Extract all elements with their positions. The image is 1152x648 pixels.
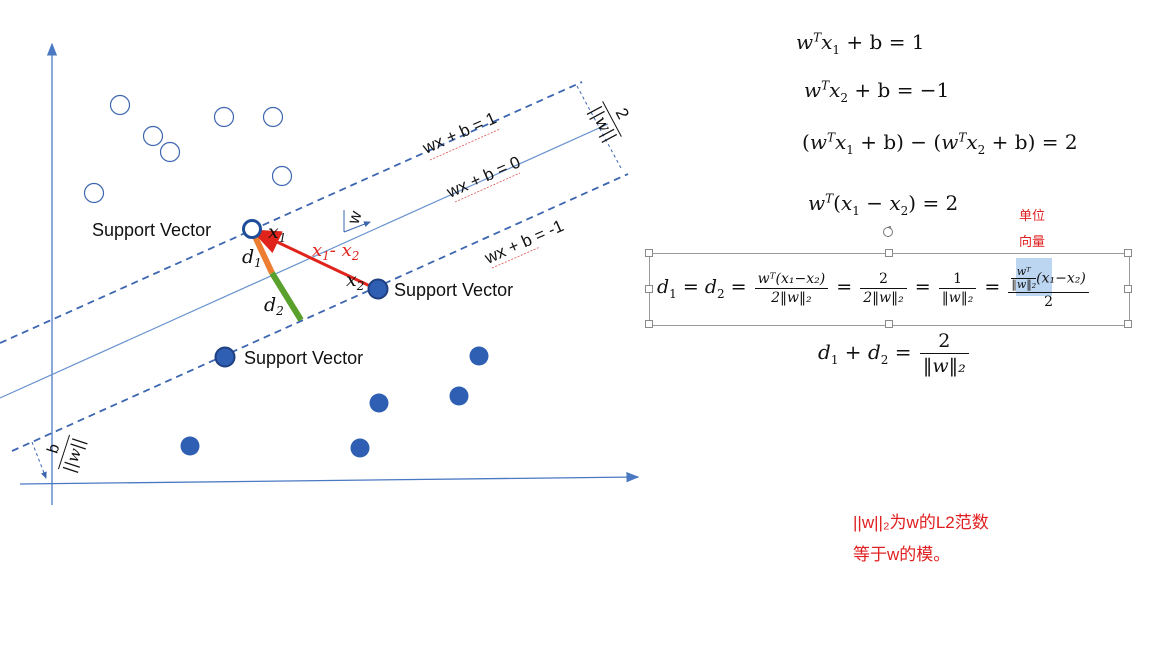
fraction-4: wᵀ‖w‖₂(x₁−x₂)2	[1008, 266, 1089, 310]
margin-dimension	[576, 85, 623, 171]
filled-point	[469, 346, 489, 366]
label-bottom-line: wx + b = -1	[481, 216, 566, 268]
fraction-6: 2‖w‖₂	[919, 330, 969, 377]
x2-label: x2	[346, 269, 364, 293]
underline-bot	[491, 246, 541, 269]
equation-2: wTx2 + b = −1	[804, 78, 950, 105]
margin-line-bottom	[11, 173, 629, 452]
hollow-point	[109, 94, 131, 116]
fraction-3: 1‖w‖₂	[938, 271, 977, 306]
underline-mid	[454, 172, 521, 203]
d2-label: d2	[264, 294, 284, 318]
support-vector-label-1: Support Vector	[92, 220, 211, 240]
resize-handle[interactable]	[1124, 249, 1132, 257]
resize-handle[interactable]	[885, 320, 893, 328]
w-label: w	[343, 208, 365, 227]
equation-6: d1 + d2 = 2‖w‖₂	[818, 330, 971, 377]
equation-1: wTx1 + b = 1	[796, 30, 925, 57]
support-vector-x2	[367, 278, 389, 300]
resize-handle[interactable]	[645, 285, 653, 293]
support-vector-label-2: Support Vector	[394, 280, 513, 300]
filled-point	[350, 438, 370, 458]
resize-handle[interactable]	[645, 249, 653, 257]
support-vector-label-3: Support Vector	[244, 348, 363, 368]
d2-segment	[269, 271, 304, 322]
selection-highlight	[1016, 258, 1052, 296]
hollow-point	[159, 141, 181, 163]
x1-x2-vector	[250, 229, 371, 288]
bias-numerator: b	[45, 442, 64, 456]
hollow-point	[142, 125, 164, 147]
d1-label: d1	[242, 246, 262, 270]
hollow-point	[213, 106, 235, 128]
hollow-point	[262, 106, 284, 128]
hollow-point	[271, 165, 293, 187]
filled-point	[180, 436, 200, 456]
rotate-handle-icon[interactable]	[882, 226, 894, 238]
underline-top	[429, 128, 501, 161]
equation-4: wT(x1 − x2) = 2	[808, 191, 959, 218]
margin-fraction: 2 ||w||	[585, 101, 633, 145]
unit-vector-note-2: 向量	[1019, 234, 1046, 249]
resize-handle[interactable]	[1124, 320, 1132, 328]
support-vector-lower	[214, 346, 236, 368]
w-normal-arrow-head	[343, 221, 371, 233]
filled-point	[449, 386, 469, 406]
x-axis	[19, 471, 640, 485]
norm-note-2: 等于w的模。	[853, 545, 951, 564]
bias-dimension	[31, 441, 47, 479]
bias-denominator: ||w||	[60, 436, 89, 475]
filled-point	[369, 393, 389, 413]
margin-numerator: 2	[612, 105, 633, 122]
x1-label: x1	[268, 221, 286, 245]
resize-handle[interactable]	[885, 249, 893, 257]
hollow-point	[83, 182, 105, 204]
support-vector-x1	[242, 219, 262, 239]
hyperplane	[0, 123, 609, 399]
bias-fraction-bar	[57, 434, 71, 470]
margin-fraction-bar	[602, 101, 622, 137]
vector-label: x1- x2	[312, 240, 359, 263]
margin-denominator: ||w||	[585, 103, 620, 145]
resize-handle[interactable]	[1124, 285, 1132, 293]
bias-fraction: b ||w||	[45, 434, 89, 475]
equation-3: (wTx1 + b) − (wTx2 + b) = 2	[802, 130, 1078, 157]
resize-handle[interactable]	[645, 320, 653, 328]
unit-vector-note-1: 单位	[1019, 208, 1046, 223]
margin-line-top	[0, 81, 583, 344]
norm-note-1: ||w||₂为w的L2范数	[853, 513, 989, 532]
label-top-line: wx + b = 1	[419, 108, 499, 158]
fraction-1: wᵀ(x₁−x₂)2‖w‖₂	[754, 271, 829, 306]
